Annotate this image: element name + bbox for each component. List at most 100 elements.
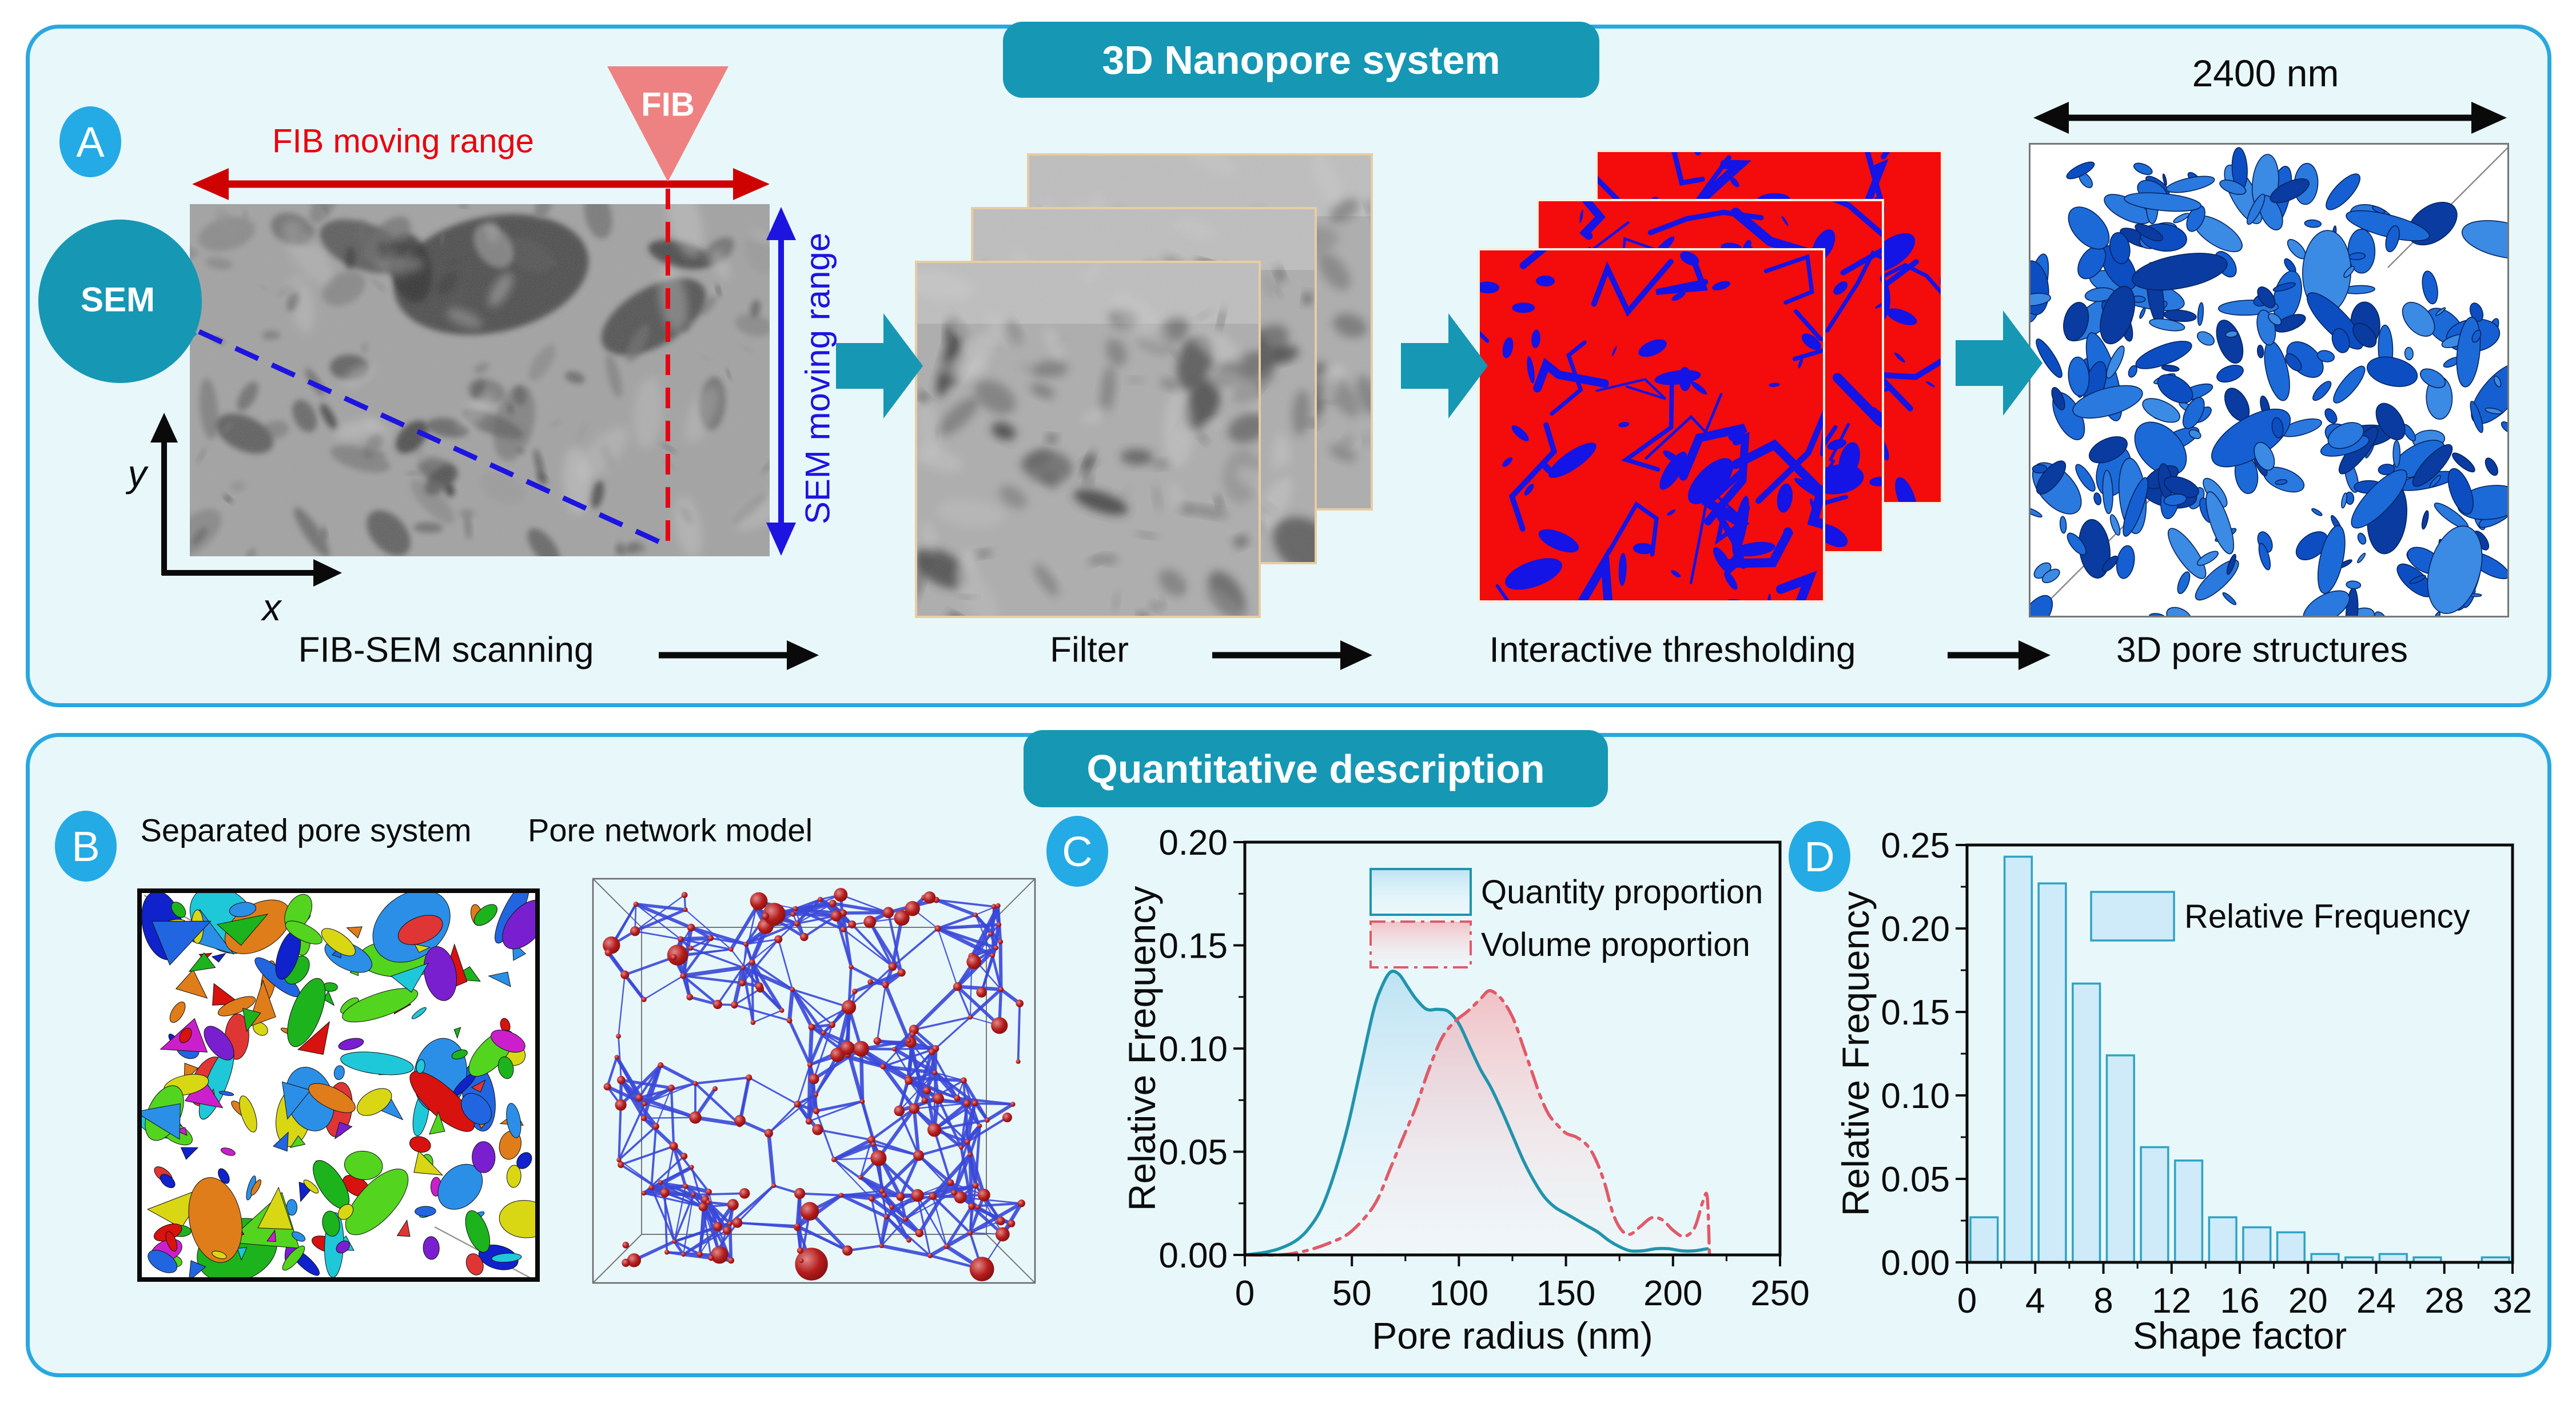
pore-node [620, 970, 630, 979]
pore-node [680, 972, 687, 979]
pore-region [453, 1027, 461, 1039]
x-tick-label: 4 [2025, 1281, 2045, 1321]
throat-bond [807, 1078, 815, 1122]
pore-blob [2128, 365, 2137, 378]
throat-bond [969, 1206, 973, 1233]
throat-bond [619, 1064, 662, 1106]
throat-bond [891, 1195, 933, 1208]
pore-node [795, 1247, 828, 1281]
pore-node [746, 1074, 753, 1081]
throat-bond [917, 1195, 947, 1247]
pore-blob [2304, 219, 2322, 228]
legend-label-1: Volume proportion [1481, 926, 1750, 963]
pore-region [237, 1247, 248, 1261]
pore-blob [2072, 385, 2143, 419]
pore-blob [2167, 528, 2207, 579]
pore-blob [2225, 330, 2239, 338]
pore-node [641, 997, 647, 1002]
throat-bond [791, 989, 814, 1028]
pore-node [740, 965, 746, 970]
pore-node [764, 1129, 774, 1138]
pore-network-model-image [592, 878, 1036, 1284]
pore-region [322, 1210, 340, 1237]
throat-bond [937, 927, 997, 950]
pore-node [793, 906, 798, 911]
pore-node [681, 892, 688, 898]
throat-bond [877, 1107, 916, 1159]
pore-blob [2341, 492, 2348, 509]
pore-node [867, 1135, 875, 1144]
pore-node [614, 1055, 619, 1060]
pore-node [892, 1046, 897, 1052]
pore-region [148, 1250, 178, 1273]
pore-node [755, 982, 763, 991]
throat-bond [959, 1195, 1002, 1223]
pore-node [853, 1041, 869, 1057]
badge-panel-a: A [59, 106, 121, 177]
pore-node [800, 1202, 819, 1221]
badge-panel-c: C [1046, 816, 1108, 887]
throat-bond [674, 1225, 718, 1243]
pore-region [491, 1253, 522, 1263]
pore-node [972, 1182, 979, 1189]
pore-streak [1865, 152, 1890, 201]
pore-blob [1512, 302, 1535, 313]
pore-node [1017, 1199, 1025, 1207]
pore-node [966, 954, 981, 970]
pore-blob [2327, 422, 2364, 449]
pore-node [968, 1015, 973, 1020]
throat-bond [1017, 1003, 1021, 1062]
pore-region [204, 1026, 234, 1061]
pore-blob [2257, 344, 2264, 358]
pore-node [603, 1083, 611, 1091]
fib-moving-range-label: FIB moving range [272, 122, 534, 160]
throat-bond [835, 915, 853, 967]
pore-blob [2068, 356, 2090, 397]
pore-node [683, 1183, 688, 1189]
pore-node [991, 1017, 1008, 1034]
pore-blob [2375, 402, 2406, 441]
pore-node [991, 904, 997, 910]
throat-bond [854, 971, 902, 993]
pore-region [506, 1103, 521, 1138]
pore-blob [2312, 381, 2332, 401]
pore-node [748, 959, 755, 966]
pore-node [698, 1202, 708, 1211]
pore-node [894, 1105, 905, 1117]
x-axis-label: x [262, 586, 281, 628]
pore-node [657, 1062, 664, 1069]
pore-node [968, 1230, 973, 1235]
pore-streak [1645, 393, 1723, 460]
x-tick-label: 100 [1430, 1274, 1488, 1313]
pore-node [973, 912, 978, 918]
pore-node [879, 1188, 885, 1194]
pore-region [289, 1135, 306, 1148]
pore-node [870, 1150, 887, 1166]
pore-node [797, 1247, 803, 1254]
throat-bond [606, 1057, 618, 1087]
pore-node [905, 900, 920, 916]
pore-node [713, 1222, 723, 1231]
pore-node [880, 1063, 886, 1070]
pore-blob [2216, 364, 2244, 383]
pore-blob [2471, 329, 2482, 343]
pore-blob [2161, 364, 2180, 372]
y-axis-title: Relative Frequency [1834, 891, 1877, 1217]
pore-node [977, 1189, 990, 1202]
pore-streak [1722, 527, 1794, 568]
pore-node [915, 1229, 924, 1238]
pore-node [622, 1241, 630, 1249]
pore-blob [2270, 178, 2310, 204]
throat-bond [913, 1016, 971, 1031]
throat-bond [793, 894, 841, 915]
pore-node [640, 1115, 647, 1121]
pore-region [497, 1056, 514, 1079]
pore-region [335, 1122, 353, 1140]
pore-blob [2088, 436, 2128, 464]
pore-node [934, 925, 941, 932]
pore-node [1016, 1059, 1021, 1064]
pore-node [871, 1142, 876, 1147]
pore-blob [2485, 457, 2498, 476]
throat-bond [935, 898, 976, 916]
